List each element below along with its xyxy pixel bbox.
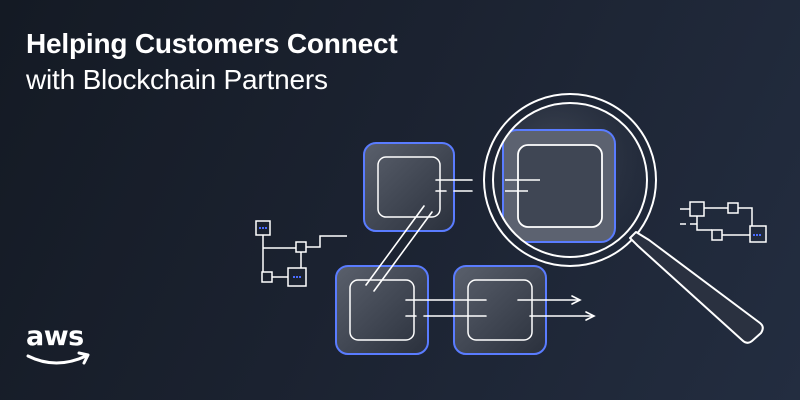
network-diagram-right-icon: [680, 201, 767, 243]
aws-logo: aws: [26, 322, 96, 370]
block-3-icon: [453, 265, 547, 355]
data-flow-arrows: [405, 295, 596, 321]
network-diagram-left-icon: [255, 220, 347, 287]
title-line-2: with Blockchain Partners: [26, 64, 328, 95]
aws-logo-text: aws: [26, 321, 84, 352]
block-1-icon: [363, 142, 455, 232]
title-line-1: Helping Customers Connect: [26, 28, 398, 59]
node-dots-right: [753, 234, 761, 236]
aws-smile-icon: [26, 351, 90, 365]
node-dots: [259, 227, 301, 278]
magnifier-icon: [483, 93, 764, 344]
banner-title: Helping Customers Connect with Blockchai…: [26, 26, 398, 98]
block-2-icon: [335, 265, 429, 355]
